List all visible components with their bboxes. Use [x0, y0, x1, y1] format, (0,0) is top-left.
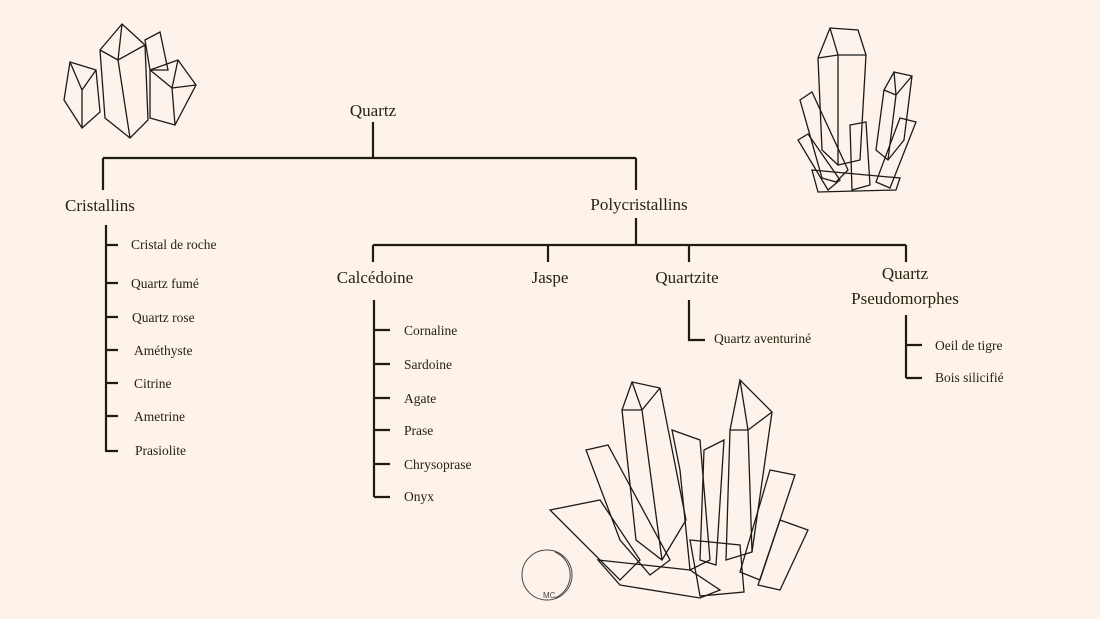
crystal-cluster-top-left-icon	[63, 23, 197, 139]
node-polycristallins: Polycristallins	[590, 195, 688, 214]
crystal-cluster-top-right-icon	[797, 27, 917, 193]
node-quartz: Quartz	[349, 101, 397, 120]
leaf-amethyste: Améthyste	[134, 343, 193, 358]
leaf-quartz-fume: Quartz fumé	[131, 276, 199, 291]
signature-moon-logo: MC	[521, 549, 573, 601]
leaf-prase: Prase	[404, 423, 434, 438]
leaf-citrine: Citrine	[134, 376, 172, 391]
leaf-bois-silicifie: Bois silicifié	[935, 370, 1004, 385]
leaf-quartz-rose: Quartz rose	[132, 310, 195, 325]
leaf-prasiolite: Prasiolite	[135, 443, 186, 458]
node-calcedoine: Calcédoine	[336, 268, 414, 287]
node-cristallins: Cristallins	[65, 196, 135, 215]
node-quartz-pseudomorphes-line1: Quartz	[881, 264, 929, 283]
leaf-onyx: Onyx	[404, 489, 434, 504]
leaf-cristal-de-roche: Cristal de roche	[131, 237, 217, 252]
leaf-cornaline: Cornaline	[404, 323, 458, 338]
leaf-oeil-de-tigre: Oeil de tigre	[935, 338, 1003, 353]
node-jaspe: Jaspe	[531, 268, 569, 287]
crystal-cluster-bottom-center-icon	[548, 378, 809, 599]
svg-text:MC: MC	[543, 591, 556, 600]
leaf-quartz-aventurine: Quartz aventuriné	[714, 331, 812, 346]
leaf-ametrine: Ametrine	[134, 409, 185, 424]
leaf-agate: Agate	[404, 391, 437, 406]
node-quartzite: Quartzite	[655, 268, 719, 287]
leaf-sardoine: Sardoine	[404, 357, 452, 372]
leaf-chrysoprase: Chrysoprase	[404, 457, 472, 472]
node-quartz-pseudomorphes-line2: Pseudomorphes	[851, 289, 959, 308]
